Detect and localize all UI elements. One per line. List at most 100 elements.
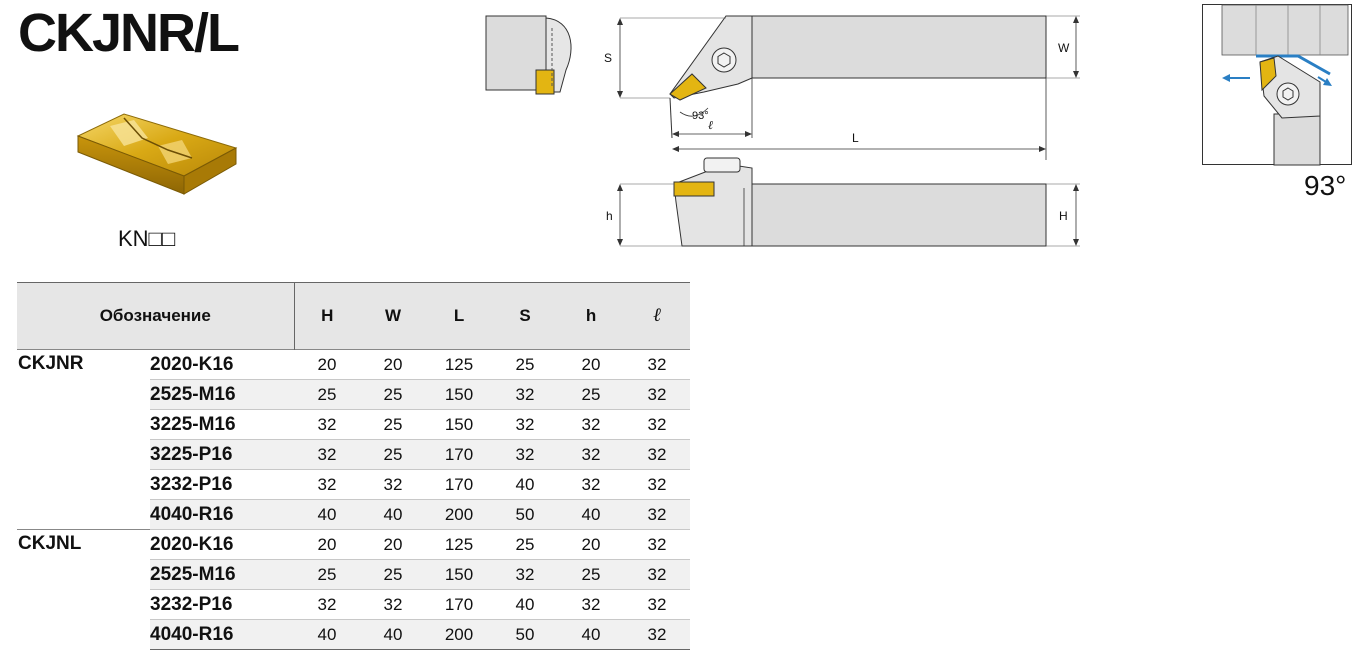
cell-L: 170 — [426, 589, 493, 620]
tool-holder-drawing: S W 93° ℓ L h H — [485, 15, 1080, 247]
cell-S: 32 — [492, 559, 559, 590]
insert-image — [76, 113, 238, 195]
header-designation: Обозначение — [17, 282, 295, 350]
cell-ell: 32 — [624, 619, 691, 650]
approach-angle-value: 93° — [1304, 170, 1347, 201]
model-code: 3232-P16 — [150, 589, 295, 620]
cell-H: 25 — [294, 559, 361, 590]
cell-ell: 32 — [624, 469, 691, 500]
cell-ell: 32 — [624, 589, 691, 620]
cell-H: 40 — [294, 619, 361, 650]
cell-H: 32 — [294, 589, 361, 620]
cell-ell: 32 — [624, 439, 691, 470]
cell-h: 32 — [558, 589, 625, 620]
cell-ell: 32 — [624, 529, 691, 560]
model-code: 4040-R16 — [150, 619, 295, 650]
cell-H: 32 — [294, 469, 361, 500]
cell-L: 125 — [426, 529, 493, 560]
cell-S: 32 — [492, 439, 559, 470]
cell-ell: 32 — [624, 409, 691, 440]
cell-ell: 32 — [624, 559, 691, 590]
cell-S: 40 — [492, 589, 559, 620]
header-col-ell: ℓ — [624, 282, 691, 350]
cell-L: 150 — [426, 559, 493, 590]
dim-l-label: L — [852, 131, 859, 145]
cell-h: 32 — [558, 439, 625, 470]
cell-ell: 32 — [624, 379, 691, 410]
cell-S: 32 — [492, 379, 559, 410]
model-code: 2525-M16 — [150, 379, 295, 410]
dim-h-label: h — [606, 209, 613, 223]
cell-L: 150 — [426, 379, 493, 410]
cell-h: 20 — [558, 529, 625, 560]
cell-W: 40 — [360, 619, 427, 650]
cell-L: 170 — [426, 469, 493, 500]
cell-S: 50 — [492, 499, 559, 530]
dim-s-label: S — [604, 51, 612, 65]
cell-W: 25 — [360, 409, 427, 440]
angle-label: 93° — [692, 110, 709, 122]
cell-h: 25 — [558, 379, 625, 410]
cell-W: 25 — [360, 559, 427, 590]
cell-h: 25 — [558, 559, 625, 590]
dim-w-label: W — [1058, 41, 1070, 55]
cell-H: 20 — [294, 349, 361, 380]
dim-H-label: H — [1059, 209, 1068, 223]
series-name: CKJNR — [17, 349, 150, 530]
cell-L: 125 — [426, 349, 493, 380]
model-code: 2020-K16 — [150, 349, 295, 380]
header-col-L: L — [426, 282, 493, 350]
insert-code: KN□□ — [118, 226, 176, 251]
header-col-W: W — [360, 282, 427, 350]
model-code: 3232-P16 — [150, 469, 295, 500]
cell-L: 170 — [426, 439, 493, 470]
top-view — [669, 15, 1047, 160]
dim-ell-label: ℓ — [708, 118, 713, 132]
model-code: 3225-M16 — [150, 409, 295, 440]
cell-L: 150 — [426, 409, 493, 440]
cell-W: 25 — [360, 439, 427, 470]
cell-S: 50 — [492, 619, 559, 650]
cell-W: 25 — [360, 379, 427, 410]
page-title: CKJNR/L — [18, 3, 240, 63]
cell-W: 20 — [360, 529, 427, 560]
cell-W: 32 — [360, 589, 427, 620]
model-code: 3225-P16 — [150, 439, 295, 470]
cell-ell: 32 — [624, 349, 691, 380]
cell-W: 40 — [360, 499, 427, 530]
header-col-H: H — [294, 282, 361, 350]
series-name: CKJNL — [17, 529, 150, 650]
cell-H: 32 — [294, 439, 361, 470]
cell-h: 40 — [558, 619, 625, 650]
cell-L: 200 — [426, 499, 493, 530]
cell-S: 25 — [492, 529, 559, 560]
side-view — [673, 157, 1047, 247]
header-col-S: S — [492, 282, 559, 350]
cell-S: 40 — [492, 469, 559, 500]
cell-S: 32 — [492, 409, 559, 440]
cell-h: 40 — [558, 499, 625, 530]
cell-H: 40 — [294, 499, 361, 530]
cell-H: 32 — [294, 409, 361, 440]
end-view — [485, 15, 572, 95]
cell-h: 32 — [558, 409, 625, 440]
cell-S: 25 — [492, 349, 559, 380]
cell-W: 32 — [360, 469, 427, 500]
cell-H: 25 — [294, 379, 361, 410]
cell-h: 20 — [558, 349, 625, 380]
cell-h: 32 — [558, 469, 625, 500]
model-code: 2525-M16 — [150, 559, 295, 590]
approach-angle-diagram — [1202, 4, 1352, 166]
